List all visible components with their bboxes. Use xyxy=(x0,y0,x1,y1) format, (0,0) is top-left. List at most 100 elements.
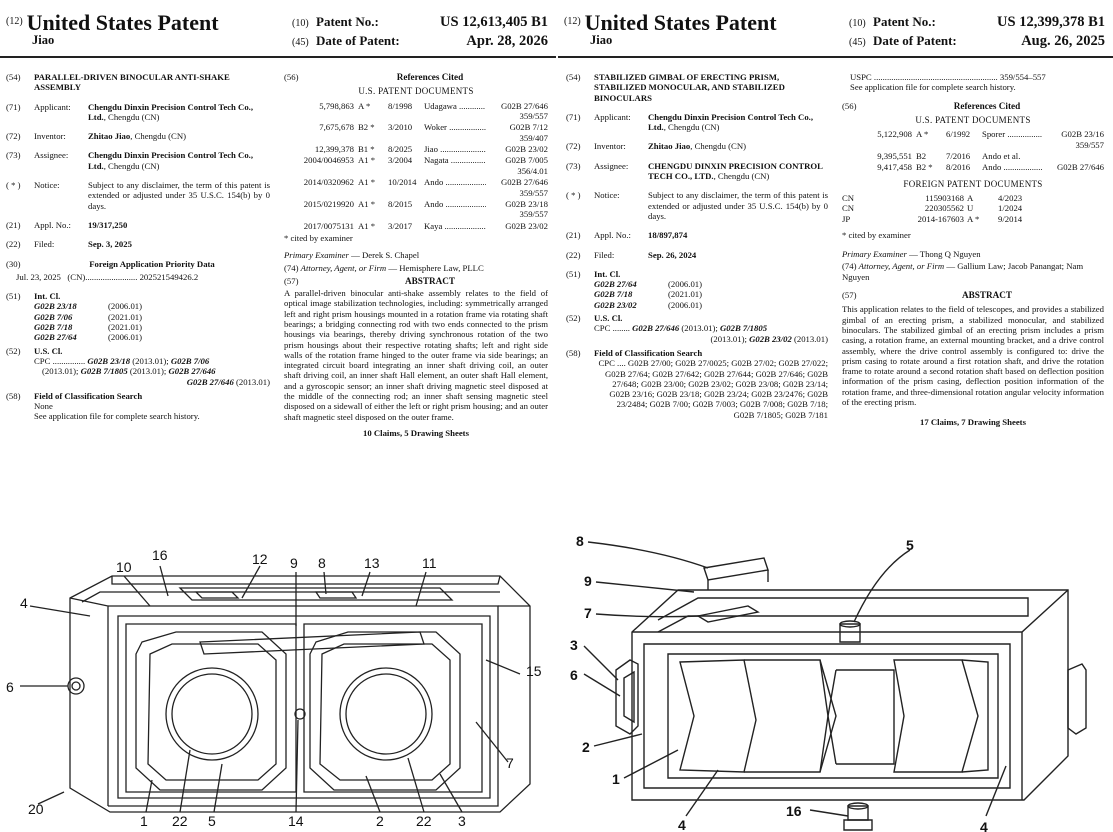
intcl-class: G02B 7/06 xyxy=(34,311,73,322)
figure-reference-numeral: 2 xyxy=(582,739,590,755)
priority-date: Jul. 23, 2025 xyxy=(16,271,61,282)
code-12: (12) xyxy=(6,16,23,27)
ref-cls2: 356/4.01 xyxy=(517,165,548,176)
field-label: Applicant: xyxy=(34,101,71,112)
ref-num: 5,798,863 xyxy=(319,100,354,111)
figure-reference-numeral: 4 xyxy=(678,817,686,832)
ref-name: Sporer .................. xyxy=(982,129,1042,140)
cpc-class: G02B 7/1805 xyxy=(80,366,128,377)
ref-name: Ando .................... xyxy=(424,198,486,209)
field-label: Filed: xyxy=(594,249,615,260)
field-label: Inventor: xyxy=(34,131,66,142)
figure-reference-numeral: 5 xyxy=(208,813,216,829)
date-label: Date of Patent: xyxy=(316,33,400,48)
ref-date: 3/2017 xyxy=(388,220,413,231)
intcl-version: (2006.01) xyxy=(668,279,703,290)
fref-num: 2014-167603 xyxy=(917,213,964,224)
attorney-label: Attorney, Agent, or Firm xyxy=(300,262,387,273)
field-code: (74) xyxy=(842,261,857,272)
field-label: Applicant: xyxy=(594,111,631,122)
search-none: None xyxy=(34,401,53,412)
ref-date: 7/2016 xyxy=(946,150,971,161)
intcl-version: (2006.01) xyxy=(108,332,143,343)
cpc-version: (2013.01) xyxy=(233,376,270,387)
intcl-class: G02B 27/64 xyxy=(594,279,637,290)
figure-reference-numeral: 15 xyxy=(526,663,542,679)
cited-note: * cited by examiner xyxy=(842,229,911,240)
assignee-name: Chengdu Dinxin Precision Control Tech Co… xyxy=(88,150,254,171)
figure-reference-numeral: 7 xyxy=(584,605,592,621)
field-code: (58) xyxy=(566,347,581,358)
ref-cls: G02B 7/005 xyxy=(505,155,548,166)
figure-reference-numeral: 4 xyxy=(20,595,28,611)
ref-date: 8/2015 xyxy=(388,198,413,209)
ref-num: 2015/0219920 xyxy=(303,198,354,209)
field-code: (71) xyxy=(566,111,581,122)
intcl-class: G02B 27/64 xyxy=(34,332,77,343)
assignee-location: , Chengdu (CN) xyxy=(103,160,160,171)
claims-summary: 17 Claims, 7 Drawing Sheets xyxy=(920,417,1026,428)
priority-title: Foreign Application Priority Data xyxy=(89,258,215,269)
intcl-version: (2021.01) xyxy=(108,322,143,333)
patent-page-b: (12)United States Patent Jiao (10)Patent… xyxy=(558,0,1113,832)
references-title: References Cited xyxy=(953,100,1021,111)
patent-header: (12)United States Patent Jiao (10)Patent… xyxy=(0,0,556,58)
ref-kind: B2 * xyxy=(916,162,933,173)
search-field-title: Field of Classification Search xyxy=(594,347,703,358)
field-code: (56) xyxy=(284,72,299,82)
search-field-body: None See application file for complete s… xyxy=(6,401,270,422)
applicant-name: Chengdu Dinxin Precision Control Tech Co… xyxy=(88,101,254,122)
figure-reference-numeral: 1 xyxy=(140,813,148,829)
cpc-version: (2013.01); xyxy=(127,366,169,377)
date-label: Date of Patent: xyxy=(873,33,957,48)
figure-reference-numeral: 22 xyxy=(172,813,188,829)
intcl-list: G02B 27/64(2006.01) G02B 7/18(2021.01) G… xyxy=(566,279,828,310)
cpc-label: CPC xyxy=(594,323,611,334)
patent-title: United States Patent xyxy=(584,10,777,35)
ref-name: Nagata ................. xyxy=(424,155,486,166)
field-code: (72) xyxy=(6,131,21,142)
ref-name: Jiao ...................... xyxy=(424,144,486,154)
field-code: (52) xyxy=(566,313,581,324)
field-code: (72) xyxy=(566,141,581,152)
examiner-name: — Derek S. Chapel xyxy=(348,250,420,261)
fref-cc: CN xyxy=(842,203,855,214)
field-code: (51) xyxy=(6,291,21,302)
fref-num: 115903168 xyxy=(925,193,964,203)
left-column: (54)PARALLEL-DRIVEN BINOCULAR ANTI-SHAKE… xyxy=(6,72,270,422)
field-label: Assignee: xyxy=(34,150,69,161)
us-docs-title: U.S. PATENT DOCUMENTS xyxy=(358,86,474,97)
ref-kind: A1 * xyxy=(358,155,376,166)
figure-reference-numeral: 6 xyxy=(570,667,578,683)
applicant-location: , Chengdu (CN) xyxy=(663,122,720,133)
field-code: (52) xyxy=(6,345,21,356)
ref-cls: G02B 23/02 xyxy=(505,220,548,231)
filed-date: Sep. 3, 2025 xyxy=(88,239,132,250)
invention-title: STABILIZED GIMBAL OF ERECTING PRISM, STA… xyxy=(594,72,785,103)
inventor-location: , Chengdu (CN) xyxy=(690,141,746,152)
uscl-cpc: CPC ........ G02B 27/646 (2013.01); G02B… xyxy=(566,323,828,344)
field-code: (22) xyxy=(566,249,581,260)
ref-cls: G02B 27/646 xyxy=(1056,162,1104,173)
figure-reference-numeral: 8 xyxy=(318,555,326,571)
cpc-version: (2013.01); xyxy=(130,355,171,366)
field-code: (74) xyxy=(284,262,299,273)
field-code: (54) xyxy=(6,72,21,82)
ref-name: Ando ................... xyxy=(982,162,1042,173)
figure-reference-numeral: 4 xyxy=(980,819,988,832)
patent-date: Apr. 28, 2026 xyxy=(466,33,548,49)
inventor-name: Zhitao Jiao xyxy=(648,141,691,152)
patent-page-a: (12)United States Patent Jiao (10)Patent… xyxy=(0,0,556,832)
code-10: (10) xyxy=(849,18,866,29)
ref-num: 5,122,908 xyxy=(877,129,912,140)
intcl-title: Int. Cl. xyxy=(594,268,621,279)
ref-cls2: 359/557 xyxy=(519,187,548,198)
inventor-short: Jiao xyxy=(590,33,613,47)
field-code: (57) xyxy=(842,290,857,301)
field-code: (57) xyxy=(284,275,299,286)
